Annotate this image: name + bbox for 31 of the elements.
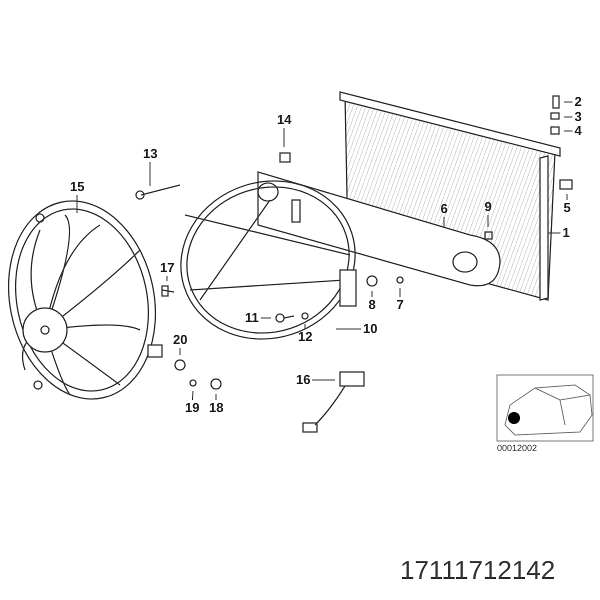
callout-number: 20 (173, 333, 188, 347)
callout-number: 1 (562, 226, 570, 240)
callout-number: 9 (484, 200, 492, 214)
leader-line (564, 116, 573, 118)
callout-number: 2 (574, 95, 582, 109)
callout-number: 7 (396, 298, 404, 312)
leader-line (564, 130, 573, 132)
callout-number: 10 (363, 322, 378, 336)
callout-number: 14 (277, 113, 292, 127)
leader-line (304, 324, 306, 330)
callout-number: 4 (574, 124, 582, 138)
callout-number: 18 (209, 401, 224, 415)
callout-number: 12 (298, 330, 312, 344)
leader-line (192, 390, 194, 400)
callout-number: 17 (160, 261, 174, 275)
callout-number: 16 (296, 373, 310, 387)
leader-line (166, 276, 168, 282)
leader-line (336, 328, 362, 330)
figure-number: 00012002 (497, 443, 538, 453)
callout-number: 19 (185, 401, 200, 415)
leader-line (566, 194, 568, 200)
callout-number: 11 (245, 311, 259, 325)
callout-number: 15 (70, 180, 84, 194)
callout-number: 5 (564, 201, 571, 215)
leader-line (548, 232, 561, 234)
callout-number: 13 (143, 147, 158, 161)
callout-number: 3 (574, 110, 582, 124)
part-number: 17111712142 (400, 555, 556, 586)
leader-line (76, 194, 78, 214)
callout-number: 6 (440, 202, 448, 216)
callout-number: 8 (368, 298, 376, 312)
